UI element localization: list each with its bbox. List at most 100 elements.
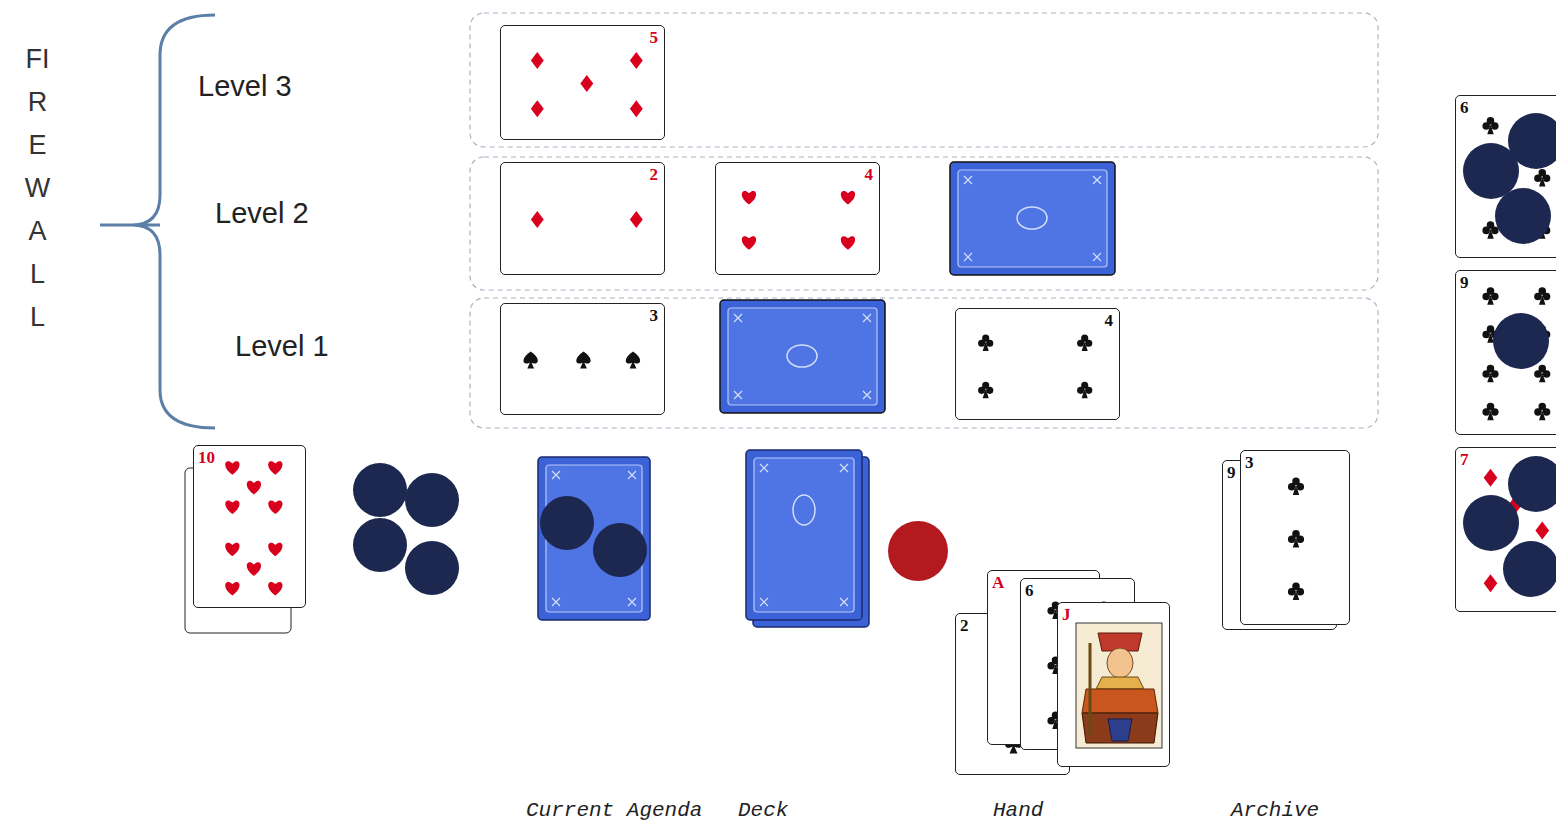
card-face-art	[1456, 271, 1556, 435]
card-back-emblem	[793, 495, 815, 525]
playing-card: 5	[500, 25, 665, 140]
suit-pip	[1534, 169, 1550, 186]
card-back	[753, 457, 869, 627]
playing-card: 10	[193, 445, 306, 608]
suit-pip	[1288, 583, 1304, 600]
suit-pip	[1077, 382, 1092, 398]
card-rank: 4	[865, 166, 874, 184]
suit-pip	[1484, 469, 1498, 487]
suit-pip	[630, 100, 643, 117]
card-back	[538, 457, 650, 620]
level-band	[470, 13, 1378, 147]
zone-label: Hand	[993, 799, 1043, 823]
suit-pip	[1534, 287, 1550, 304]
playing-card: J	[1057, 602, 1170, 767]
label-holder: Level 1	[235, 330, 329, 363]
card-face-art	[1241, 451, 1350, 625]
suit-pip	[268, 582, 282, 596]
counter-token	[593, 523, 647, 577]
card-back-emblem	[1017, 207, 1047, 229]
card-back	[746, 450, 862, 620]
playing-card: 6	[1455, 95, 1556, 258]
counter-token	[1463, 495, 1519, 551]
card-back-marks	[964, 176, 1101, 261]
red-token	[888, 521, 948, 581]
counter-token	[1503, 541, 1556, 597]
jack-emblem	[1108, 719, 1132, 741]
suit-pip	[978, 382, 993, 398]
jack-collar	[1096, 677, 1144, 689]
card-rank: 9	[1460, 274, 1469, 292]
suit-pip	[247, 562, 261, 576]
level-label: Level 1	[235, 330, 329, 363]
card-face-art	[1456, 448, 1556, 612]
suit-pip	[580, 75, 593, 92]
card-back-panel	[728, 308, 877, 405]
suit-pip	[841, 236, 855, 250]
card-back-emblem	[787, 345, 817, 367]
level-band	[470, 157, 1378, 290]
card-rank: 9	[1227, 464, 1236, 482]
label-holder: Level 3	[198, 70, 292, 103]
card-rank: 10	[198, 449, 215, 467]
suit-pip	[247, 481, 261, 495]
label-holder: Hand	[993, 799, 1043, 823]
playing-card: 3	[500, 303, 665, 415]
suit-pip	[1077, 335, 1092, 351]
card-back-frame	[746, 450, 862, 620]
counter-token	[405, 473, 459, 527]
level-band	[470, 298, 1378, 428]
card-rank: 6	[1025, 582, 1034, 600]
suit-pip	[225, 461, 239, 475]
suit-pip	[531, 211, 544, 228]
playing-card: 4	[715, 162, 880, 275]
level-label: Level 3	[198, 70, 292, 103]
face-frame	[1076, 623, 1162, 748]
label-holder: FIREWALL	[24, 38, 51, 339]
suit-pip	[1534, 403, 1550, 420]
counter-token	[353, 518, 407, 572]
suit-pip	[1288, 530, 1304, 547]
suit-pip	[531, 52, 544, 69]
label-holder: Current Agenda	[526, 799, 702, 823]
card-back-marks	[760, 464, 848, 606]
label-holder: Level 2	[215, 197, 309, 230]
card-rank: 6	[1460, 99, 1469, 117]
card-face-art	[501, 304, 665, 415]
card-face-art	[1456, 96, 1556, 258]
counter-token	[1508, 113, 1556, 169]
card-back	[720, 300, 885, 413]
card-back-panel	[754, 458, 854, 612]
card-face-art	[501, 163, 665, 275]
jack-robe	[1082, 689, 1158, 713]
counter-token	[1493, 313, 1549, 369]
card-back-marks	[734, 314, 871, 399]
counter-token	[540, 496, 594, 550]
counter-token	[1508, 456, 1556, 512]
suit-pip	[268, 543, 282, 557]
card-rank: 2	[960, 617, 969, 635]
zone-label: Current Agenda	[526, 799, 702, 823]
card-rank: 2	[650, 166, 659, 184]
suit-pip	[576, 352, 590, 369]
suit-pip	[225, 500, 239, 514]
playing-card: 3	[1240, 450, 1350, 625]
suit-pip	[978, 335, 993, 351]
zone-label: Deck	[738, 799, 788, 823]
counter-token	[405, 541, 459, 595]
card-rank: A	[992, 574, 1004, 592]
suit-pip	[1534, 365, 1550, 382]
suit-pip	[630, 52, 643, 69]
suit-pip	[1482, 287, 1498, 304]
suit-pip	[1288, 478, 1304, 495]
level-label: Level 2	[215, 197, 309, 230]
suit-pip	[225, 543, 239, 557]
suit-pip	[742, 236, 756, 250]
suit-pip	[531, 100, 544, 117]
card-back-frame	[950, 162, 1115, 275]
suit-pip	[1484, 574, 1498, 592]
